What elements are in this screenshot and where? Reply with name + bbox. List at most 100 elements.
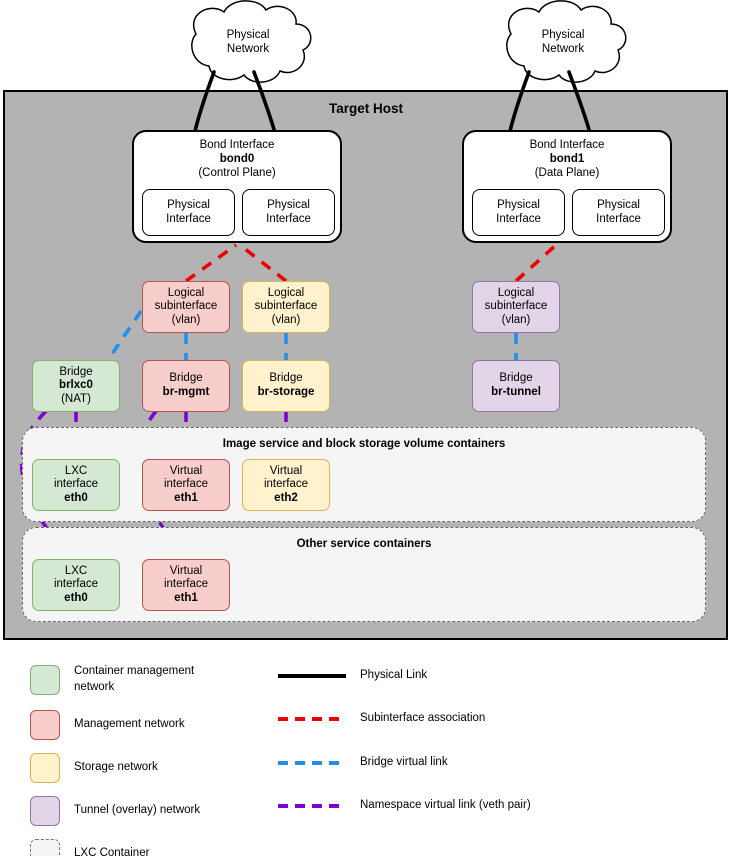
- cloud-right-label-line2: Network: [541, 43, 585, 55]
- subif-storage-line3: (vlan): [271, 313, 301, 326]
- bond0-role: (Control Plane): [198, 166, 276, 179]
- legend-tunnel: Tunnel (overlay) network: [30, 796, 200, 826]
- legend-subinterface-association: Subinterface association: [278, 711, 485, 727]
- bond0-phys2-line2: Interface: [266, 212, 311, 225]
- lxc-interface-eth0-group2[interactable]: LXC interface eth0: [32, 559, 120, 611]
- legend-swatch-lxc-container: [30, 839, 60, 856]
- bridge-br-storage[interactable]: Bridge br-storage: [242, 360, 330, 412]
- bond1-physical-interface-1[interactable]: Physical Interface: [472, 189, 565, 236]
- virtual-interface-eth1-group2[interactable]: Virtual interface eth1: [142, 559, 230, 611]
- legend-bridge-virtual-link: Bridge virtual link: [278, 755, 448, 771]
- container-group-2-title: Other service containers: [296, 538, 432, 550]
- iface-eth2-a-name: eth2: [274, 491, 298, 504]
- legend-line-namespace: [278, 803, 346, 808]
- legend-lxc-container: LXC Container: [30, 839, 149, 856]
- virtual-interface-eth2-group1[interactable]: Virtual interface eth2: [242, 459, 330, 511]
- bridge-br-mgmt-line1: Bridge: [169, 372, 203, 385]
- legend-namespace-virtual-link: Namespace virtual link (veth pair): [278, 798, 531, 814]
- bond0-label: Bond Interface bond0 (Control Plane): [134, 139, 340, 180]
- lxc-interface-eth0-group1[interactable]: LXC interface eth0: [32, 459, 120, 511]
- bond1-name: bond1: [549, 152, 585, 165]
- legend-line-subinterface: [278, 716, 346, 721]
- legend: Container management network Management …: [0, 650, 732, 856]
- subif-storage-line2: subinterface: [254, 300, 318, 313]
- logical-subinterface-mgmt[interactable]: Logical subinterface (vlan): [142, 281, 230, 333]
- legend-label-bridge-virtual-link: Bridge virtual link: [360, 756, 448, 768]
- legend-line-physical: [278, 673, 346, 678]
- iface-eth0-a-name: eth0: [64, 491, 88, 504]
- legend-line-bridge: [278, 760, 346, 765]
- bond0-physical-interface-1[interactable]: Physical Interface: [142, 189, 235, 236]
- legend-container-management: Container management network: [30, 664, 194, 695]
- cloud-right-label: Physical Network: [511, 22, 615, 64]
- legend-swatch-tunnel: [30, 796, 60, 826]
- iface-eth2-a-line2: interface: [263, 478, 309, 491]
- bond1-physical-interface-2[interactable]: Physical Interface: [572, 189, 665, 236]
- subif-mgmt-line3: (vlan): [171, 313, 201, 326]
- bond0-phys1-line1: Physical: [167, 198, 210, 211]
- subif-mgmt-line1: Logical: [167, 286, 205, 299]
- subinterface-links: [184, 243, 558, 283]
- bridge-brlxc0-line3: (NAT): [61, 392, 91, 405]
- legend-label-management: Management network: [74, 718, 185, 731]
- bond-interface-bond1[interactable]: Bond Interface bond1 (Data Plane) Physic…: [462, 130, 672, 243]
- container-group-1-title: Image service and block storage volume c…: [222, 438, 506, 450]
- iface-eth1-a-line1: Virtual: [169, 464, 203, 477]
- bond1-label: Bond Interface bond1 (Data Plane): [464, 139, 670, 180]
- subif-mgmt-line2: subinterface: [154, 300, 218, 313]
- cloud-left: [191, 0, 312, 83]
- bridge-br-tunnel[interactable]: Bridge br-tunnel: [472, 360, 560, 412]
- iface-eth1-b-name: eth1: [174, 591, 198, 604]
- legend-management: Management network: [30, 710, 185, 740]
- bridge-br-tunnel-name: br-tunnel: [491, 386, 541, 398]
- iface-eth0-a-line2: interface: [53, 478, 99, 491]
- iface-eth0-b-line2: interface: [53, 578, 99, 591]
- legend-swatch-management: [30, 710, 60, 740]
- bridge-br-tunnel-line1: Bridge: [499, 372, 533, 385]
- legend-label-storage: Storage network: [74, 761, 158, 774]
- bond0-phys1-line2: Interface: [166, 212, 211, 225]
- cloud-left-label-line1: Physical: [226, 29, 270, 42]
- bond1-title: Bond Interface: [529, 139, 605, 151]
- legend-label-physical-link: Physical Link: [360, 669, 428, 681]
- bridge-brlxc0-name: brlxc0: [59, 379, 93, 392]
- bridge-br-storage-name: br-storage: [257, 386, 315, 398]
- legend-label-container-management: Container management network: [74, 665, 195, 693]
- cloud-right-label-line1: Physical: [541, 29, 585, 42]
- subif-tunnel-line2: subinterface: [484, 300, 548, 313]
- bridge-virtual-links: [106, 309, 518, 362]
- iface-eth1-a-line2: interface: [163, 478, 209, 491]
- bridge-br-storage-line1: Bridge: [269, 372, 303, 385]
- subif-tunnel-line3: (vlan): [501, 313, 531, 326]
- legend-swatch-storage: [30, 753, 60, 783]
- container-group-other-services: Other service containers: [22, 527, 706, 622]
- container-group-image-storage: Image service and block storage volume c…: [22, 427, 706, 522]
- iface-eth0-a-line1: LXC: [64, 464, 88, 477]
- bond0-physical-interface-2[interactable]: Physical Interface: [242, 189, 335, 236]
- page-title: Target Host: [328, 101, 403, 116]
- bond1-phys2-line1: Physical: [597, 198, 640, 211]
- bond-interface-bond0[interactable]: Bond Interface bond0 (Control Plane) Phy…: [132, 130, 342, 243]
- logical-subinterface-storage[interactable]: Logical subinterface (vlan): [242, 281, 330, 333]
- cloud-left-label: Physical Network: [196, 22, 300, 64]
- iface-eth1-b-line2: interface: [163, 578, 209, 591]
- cloud-right: [506, 0, 627, 83]
- bridge-br-mgmt[interactable]: Bridge br-mgmt: [142, 360, 230, 412]
- iface-eth0-b-name: eth0: [64, 591, 88, 604]
- logical-subinterface-tunnel[interactable]: Logical subinterface (vlan): [472, 281, 560, 333]
- bond1-phys1-line1: Physical: [497, 198, 540, 211]
- bridge-br-mgmt-name: br-mgmt: [162, 386, 210, 398]
- legend-label-subinterface-association: Subinterface association: [360, 712, 486, 724]
- iface-eth1-a-name: eth1: [174, 491, 198, 504]
- subif-storage-line1: Logical: [267, 286, 305, 299]
- legend-label-namespace-virtual-link: Namespace virtual link (veth pair): [360, 799, 531, 811]
- legend-swatch-container-management: [30, 664, 60, 695]
- legend-label-tunnel: Tunnel (overlay) network: [74, 804, 201, 817]
- bridge-brlxc0[interactable]: Bridge brlxc0 (NAT): [32, 360, 120, 412]
- iface-eth1-b-line1: Virtual: [169, 564, 203, 577]
- legend-physical-link: Physical Link: [278, 668, 427, 684]
- virtual-interface-eth1-group1[interactable]: Virtual interface eth1: [142, 459, 230, 511]
- legend-storage: Storage network: [30, 753, 158, 783]
- bond0-name: bond0: [219, 152, 255, 165]
